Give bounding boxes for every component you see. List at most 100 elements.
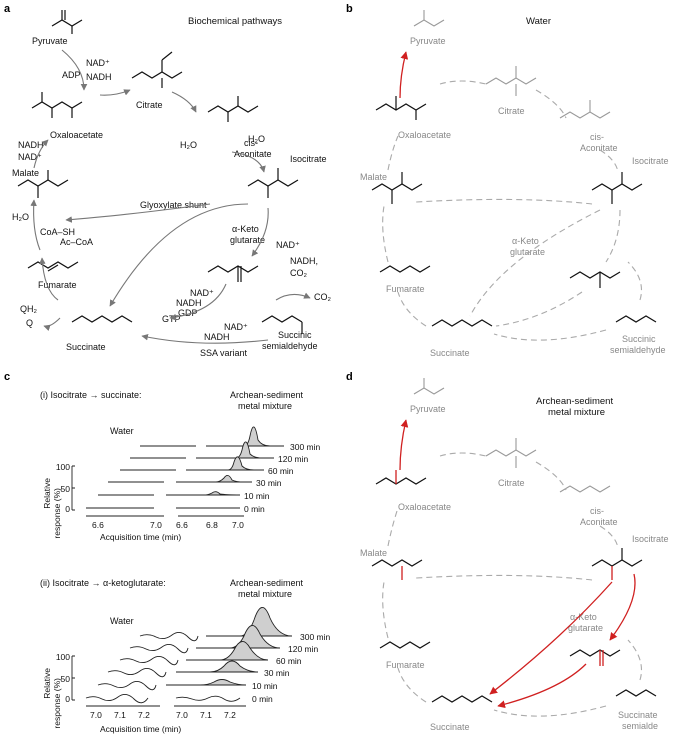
malate-structure-b <box>371 172 423 204</box>
chromatogram-ii-water-trace-5 <box>97 681 157 691</box>
qh2-label: QH₂ <box>20 304 38 314</box>
nadp-label-3: NAD⁺ <box>276 240 300 250</box>
chromatogram-i-xtick-left-1: 6.6 <box>92 520 104 530</box>
panel-b-letter: b <box>346 3 353 15</box>
chromatogram-ii-time-60: 60 min <box>276 656 302 666</box>
malate-label-a: Malate <box>12 168 39 178</box>
chromatogram-i-metal-trace-3 <box>186 456 264 471</box>
q-label: Q <box>26 318 33 328</box>
cis-aconitate-structure-b <box>559 100 611 119</box>
pyruvate-label-a: Pyruvate <box>32 36 68 46</box>
chromatogram-i-ylabel-2: response (%) <box>52 488 62 539</box>
isocitrate-structure-a <box>247 168 299 198</box>
ssa-label-b-1: Succinic <box>622 334 656 344</box>
panel-c-letter: c <box>4 371 10 383</box>
oxaloacetate-label-a: Oxaloacetate <box>50 130 103 140</box>
isocitrate-label-d: Isocitrate <box>632 534 669 544</box>
oxaloacetate-structure-d <box>375 470 427 485</box>
citrate-label-d: Citrate <box>498 478 525 488</box>
panel-b-paths <box>382 51 643 341</box>
ssa-label-d-1: Succinate <box>618 710 658 720</box>
nadh-co2-label-2: CO₂ <box>290 268 308 278</box>
chromatogram-i-metal-trace-4 <box>176 475 252 483</box>
chromatogram-ii-metal-trace-5 <box>166 679 247 686</box>
isocitrate-structure-d <box>591 548 643 580</box>
fumarate-label-b: Fumarate <box>386 284 425 294</box>
chromatogram-ii-ytick-0: 0 <box>65 694 70 704</box>
oxaloacetate-structure-a <box>31 92 83 118</box>
akg-structure-b <box>569 271 621 288</box>
panel-d-paths <box>382 419 643 717</box>
chromatogram-ii-xtick-left-3: 7.2 <box>138 710 150 720</box>
chromatogram-i-time-10: 10 min <box>244 491 270 501</box>
akg-label-b-2: glutarate <box>510 247 545 257</box>
chromatogram-ii-right-label-1: Archean-sediment <box>230 578 304 588</box>
citrate-structure-d <box>485 438 537 468</box>
citrate-structure-b <box>485 66 537 96</box>
chromatogram-ii-ytick-100: 100 <box>56 652 70 662</box>
oxaloacetate-label-b: Oxaloacetate <box>398 130 451 140</box>
chromatogram-i-ytick-100: 100 <box>56 462 70 472</box>
chromatogram-i-time-300: 300 min <box>290 442 321 452</box>
chromatogram-ii: (ii) Isocitrate → α-ketoglutarate: Water… <box>40 578 331 734</box>
cis-aconitate-structure-a <box>207 96 259 122</box>
pyruvate-structure-b <box>413 10 445 27</box>
chromatogram-i-yaxis <box>71 465 75 511</box>
chromatogram-i-metal-trace-2 <box>196 441 274 459</box>
fumarate-structure-a <box>27 261 79 272</box>
akg-structure-a <box>207 265 259 282</box>
nadp-label-5: NAD⁺ <box>224 322 248 332</box>
isocitrate-structure-b <box>591 172 643 204</box>
chromatogram-i-xtick-left-2: 7.0 <box>150 520 162 530</box>
glyoxylate-label: Glyoxylate shunt <box>140 200 207 210</box>
co2-label: CO₂ <box>314 292 332 302</box>
ssa-structure-a <box>261 315 303 334</box>
cis-aconitate-label-a-2: Aconitate <box>234 149 272 159</box>
chromatogram-i-right-label-1: Archean-sediment <box>230 390 304 400</box>
chromatogram-ii-ytick-50: 50 <box>61 674 71 684</box>
malate-label-b: Malate <box>360 172 387 182</box>
adp-label: ADP <box>62 70 81 80</box>
panel-d-title-1: Archean-sediment <box>536 396 613 407</box>
chromatogram-ii-water-trace-4 <box>107 668 167 678</box>
akg-label-a-1: α-Keto <box>232 224 259 234</box>
panel-a-arrows <box>30 49 311 344</box>
chromatogram-ii-water-trace-6 <box>85 694 149 704</box>
malate-label-d: Malate <box>360 548 387 558</box>
oxaloacetate-structure-b <box>375 96 427 120</box>
chromatogram-ii-time-300: 300 min <box>300 632 331 642</box>
panel-d: d Archean-sediment metal mixture Pyruvat… <box>346 371 669 732</box>
panel-b-title: Water <box>526 16 551 27</box>
ssa-structure-b <box>615 315 657 323</box>
coash-label: CoA–SH <box>40 227 75 237</box>
fumarate-label-a: Fumarate <box>38 280 77 290</box>
fumarate-structure-d <box>379 641 431 649</box>
fumarate-label-d: Fumarate <box>386 660 425 670</box>
pyruvate-label-b: Pyruvate <box>410 36 446 46</box>
chromatogram-ii-ylabel-1: Relative <box>42 668 52 699</box>
nadh-label-2: NADH <box>18 140 44 150</box>
cis-aconitate-label-d-1: cis- <box>590 506 604 516</box>
panel-a-letter: a <box>4 3 11 15</box>
nadp-label-1: NAD⁺ <box>86 58 110 68</box>
isocitrate-label-a: Isocitrate <box>290 154 327 164</box>
chromatogram-ii-metal-trace-3 <box>186 641 269 661</box>
chromatogram-i-metal-trace-5 <box>166 491 241 496</box>
chromatogram-ii-time-10: 10 min <box>252 681 278 691</box>
succinate-label-a: Succinate <box>66 342 106 352</box>
chromatogram-i-ytick-50: 50 <box>61 484 71 494</box>
fumarate-structure-b <box>379 265 431 273</box>
succinate-structure-b <box>431 319 493 327</box>
cis-aconitate-label-d-2: Aconitate <box>580 517 618 527</box>
chromatogram-ii-xtick-right-1: 7.0 <box>176 710 188 720</box>
chromatogram-ii-metal-trace-4 <box>176 660 259 673</box>
malate-structure-a <box>17 170 69 198</box>
chromatogram-i-time-60: 60 min <box>268 466 294 476</box>
chromatogram-ii-time-120: 120 min <box>288 644 319 654</box>
succinate-structure-d <box>431 695 493 703</box>
nadp-label-4: NAD⁺ <box>190 288 214 298</box>
chromatogram-i-title: (i) Isocitrate → succinate: <box>40 390 142 400</box>
oxaloacetate-label-d: Oxaloacetate <box>398 502 451 512</box>
chromatogram-ii-xtick-right-2: 7.1 <box>200 710 212 720</box>
chromatogram-ii-time-0: 0 min <box>252 694 273 704</box>
